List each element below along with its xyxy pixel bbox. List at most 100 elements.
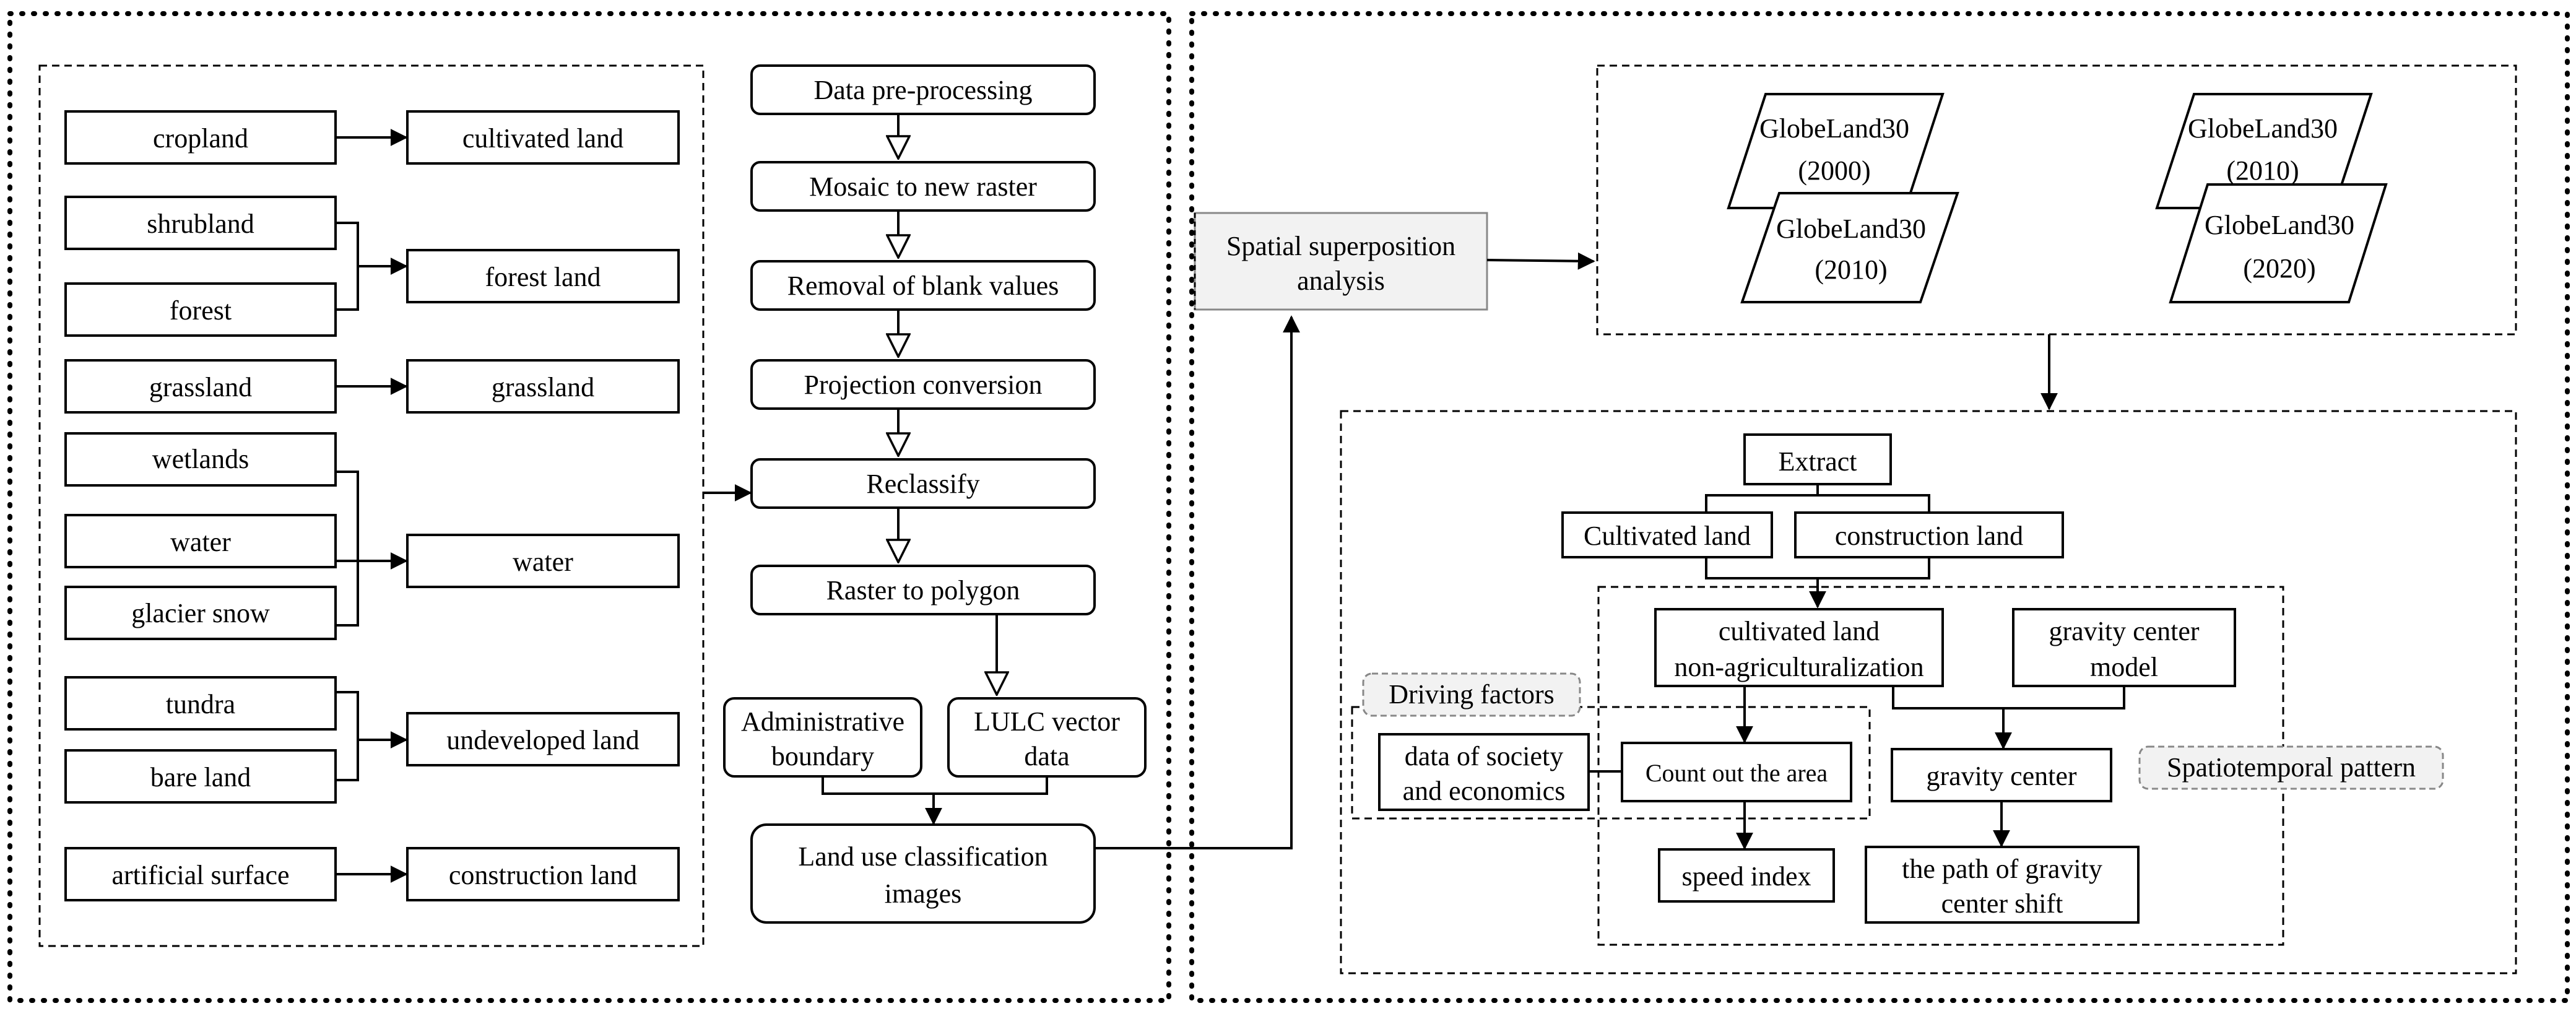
glacier-snow-label: glacier snow bbox=[131, 598, 270, 628]
globeland-2010-b-line1: GlobeLand30 bbox=[2188, 113, 2338, 144]
shrubland-label: shrubland bbox=[147, 209, 254, 239]
undeveloped-land-box bbox=[406, 712, 680, 766]
admin-boundary-line1: Administrative bbox=[741, 706, 904, 737]
classification-images-line2: images bbox=[885, 879, 962, 909]
society-economics-line2: and economics bbox=[1403, 776, 1566, 806]
speed-index-box bbox=[1658, 848, 1835, 903]
gravity-join-line bbox=[1892, 686, 2125, 709]
gravity-center-box bbox=[1891, 748, 2112, 802]
step-removal bbox=[750, 260, 1096, 311]
step-mosaic bbox=[750, 161, 1096, 212]
globeland-2010-a-shape bbox=[1740, 192, 1959, 303]
globeland-frame bbox=[1596, 64, 2517, 336]
gravity-path-line1: the path of gravity bbox=[1902, 854, 2102, 884]
bare-land-box bbox=[64, 749, 337, 804]
extract-branch bbox=[1705, 484, 1930, 513]
forest-land-label: forest land bbox=[485, 262, 601, 292]
tundra-label: tundra bbox=[166, 689, 235, 719]
construction-land-target-label: construction land bbox=[449, 860, 637, 890]
globeland-2010-a-line1: GlobeLand30 bbox=[1776, 214, 1926, 244]
globeland-2000-line1: GlobeLand30 bbox=[1759, 113, 1909, 144]
spatiotemporal-badge bbox=[2138, 745, 2444, 790]
speed-index-label: speed index bbox=[1682, 861, 1811, 892]
superposition-line1: Spatial superposition bbox=[1226, 231, 1455, 261]
non-agri-line2: non-agriculturalization bbox=[1674, 652, 1923, 682]
superposition-line2: analysis bbox=[1297, 266, 1385, 296]
count-area-box bbox=[1621, 742, 1852, 802]
superposition-box bbox=[1194, 212, 1488, 311]
water-target-label: water bbox=[513, 547, 573, 577]
bare-land-label: bare land bbox=[150, 762, 251, 792]
count-area-label: Count out the area bbox=[1646, 759, 1828, 787]
step-projection-label: Projection conversion bbox=[804, 370, 1043, 400]
grassland-source-label: grassland bbox=[149, 372, 252, 402]
right-panel-border bbox=[1189, 11, 2570, 1003]
water-source-label: water bbox=[170, 527, 231, 557]
admin-boundary-line2: boundary bbox=[771, 741, 874, 771]
water-bracket bbox=[336, 471, 381, 627]
images-to-superposition-line bbox=[1095, 315, 1300, 849]
cultivated-land-box bbox=[406, 110, 680, 165]
extract-box bbox=[1743, 433, 1892, 485]
shrubland-box bbox=[64, 196, 337, 250]
undeveloped-land-label: undeveloped land bbox=[446, 725, 640, 755]
gravity-path-line2: center shift bbox=[1941, 888, 2063, 919]
glacier-snow-box bbox=[64, 586, 337, 640]
step-data-preprocessing bbox=[750, 64, 1096, 115]
gravity-path-box bbox=[1865, 846, 2140, 924]
preprocessing-section: Data pre-processing Mosaic to new raster… bbox=[723, 64, 1300, 924]
driving-factors-badge bbox=[1362, 672, 1581, 717]
step-raster-to-polygon bbox=[750, 565, 1096, 615]
step-mosaic-label: Mosaic to new raster bbox=[809, 171, 1037, 202]
classification-frame bbox=[38, 64, 705, 947]
undeveloped-bracket bbox=[336, 691, 381, 781]
gravity-model-box bbox=[2012, 608, 2236, 687]
grassland-target-label: grassland bbox=[492, 372, 594, 402]
forest-box bbox=[64, 282, 337, 337]
water-target-box bbox=[406, 534, 680, 588]
construction-land-analysis-label: construction land bbox=[1835, 521, 2023, 551]
step-projection bbox=[750, 359, 1096, 410]
classification-images-box bbox=[750, 823, 1096, 924]
gravity-model-line2: model bbox=[2090, 652, 2158, 682]
superposition-to-globeland-arrow bbox=[1486, 252, 1595, 270]
water-source-box bbox=[64, 514, 337, 568]
cultivated-land-analysis-box bbox=[1561, 511, 1773, 558]
globeland-2020-line2: (2020) bbox=[2243, 253, 2315, 284]
step-data-preprocessing-label: Data pre-processing bbox=[813, 75, 1032, 105]
construction-land-target-box bbox=[406, 847, 680, 901]
classification-images-line1: Land use classification bbox=[798, 841, 1047, 872]
globeland-2020-shape bbox=[2169, 183, 2388, 303]
spatiotemporal-label: Spatiotemporal pattern bbox=[2167, 752, 2416, 783]
step-raster-to-polygon-label: Raster to polygon bbox=[826, 575, 1020, 605]
globeland-2000-shape bbox=[1727, 93, 1945, 209]
extract-label: Extract bbox=[1778, 446, 1857, 477]
forest-label: forest bbox=[170, 295, 232, 326]
step-removal-label: Removal of blank values bbox=[787, 271, 1059, 301]
cultivated-land-analysis-label: Cultivated land bbox=[1584, 521, 1751, 551]
cultivated-land-label: cultivated land bbox=[462, 123, 623, 154]
wetlands-label: wetlands bbox=[152, 444, 249, 474]
superposition-section: Spatial superposition analysis bbox=[1194, 212, 1595, 311]
tundra-box bbox=[64, 676, 337, 731]
gravity-model-line1: gravity center bbox=[2049, 616, 2199, 646]
wetlands-box bbox=[64, 432, 337, 487]
driving-factors-frame bbox=[1351, 706, 1871, 820]
grassland-source-box bbox=[64, 359, 337, 414]
lulc-vector-line1: LULC vector bbox=[974, 706, 1120, 737]
classification-section: cropland cultivated land shrubland fores… bbox=[38, 64, 752, 947]
forest-bracket bbox=[336, 222, 381, 311]
forest-land-box bbox=[406, 249, 680, 303]
globeland-section: GlobeLand30 (2000) GlobeLand30 (2010) Gl… bbox=[1596, 64, 2517, 410]
step-reclassify bbox=[750, 458, 1096, 509]
globeland-2010-b-line2: (2010) bbox=[2226, 155, 2299, 186]
globeland-2010-a-line2: (2010) bbox=[1815, 254, 1887, 285]
non-agri-box bbox=[1654, 608, 1944, 687]
step-reclassify-label: Reclassify bbox=[866, 469, 979, 499]
analysis-section: Extract Cultivated land construction lan… bbox=[1340, 410, 2517, 974]
lulc-vector-line2: data bbox=[1024, 741, 1069, 771]
grassland-target-box bbox=[406, 359, 680, 414]
artificial-surface-label: artificial surface bbox=[111, 860, 289, 890]
society-economics-line1: data of society bbox=[1405, 741, 1564, 771]
